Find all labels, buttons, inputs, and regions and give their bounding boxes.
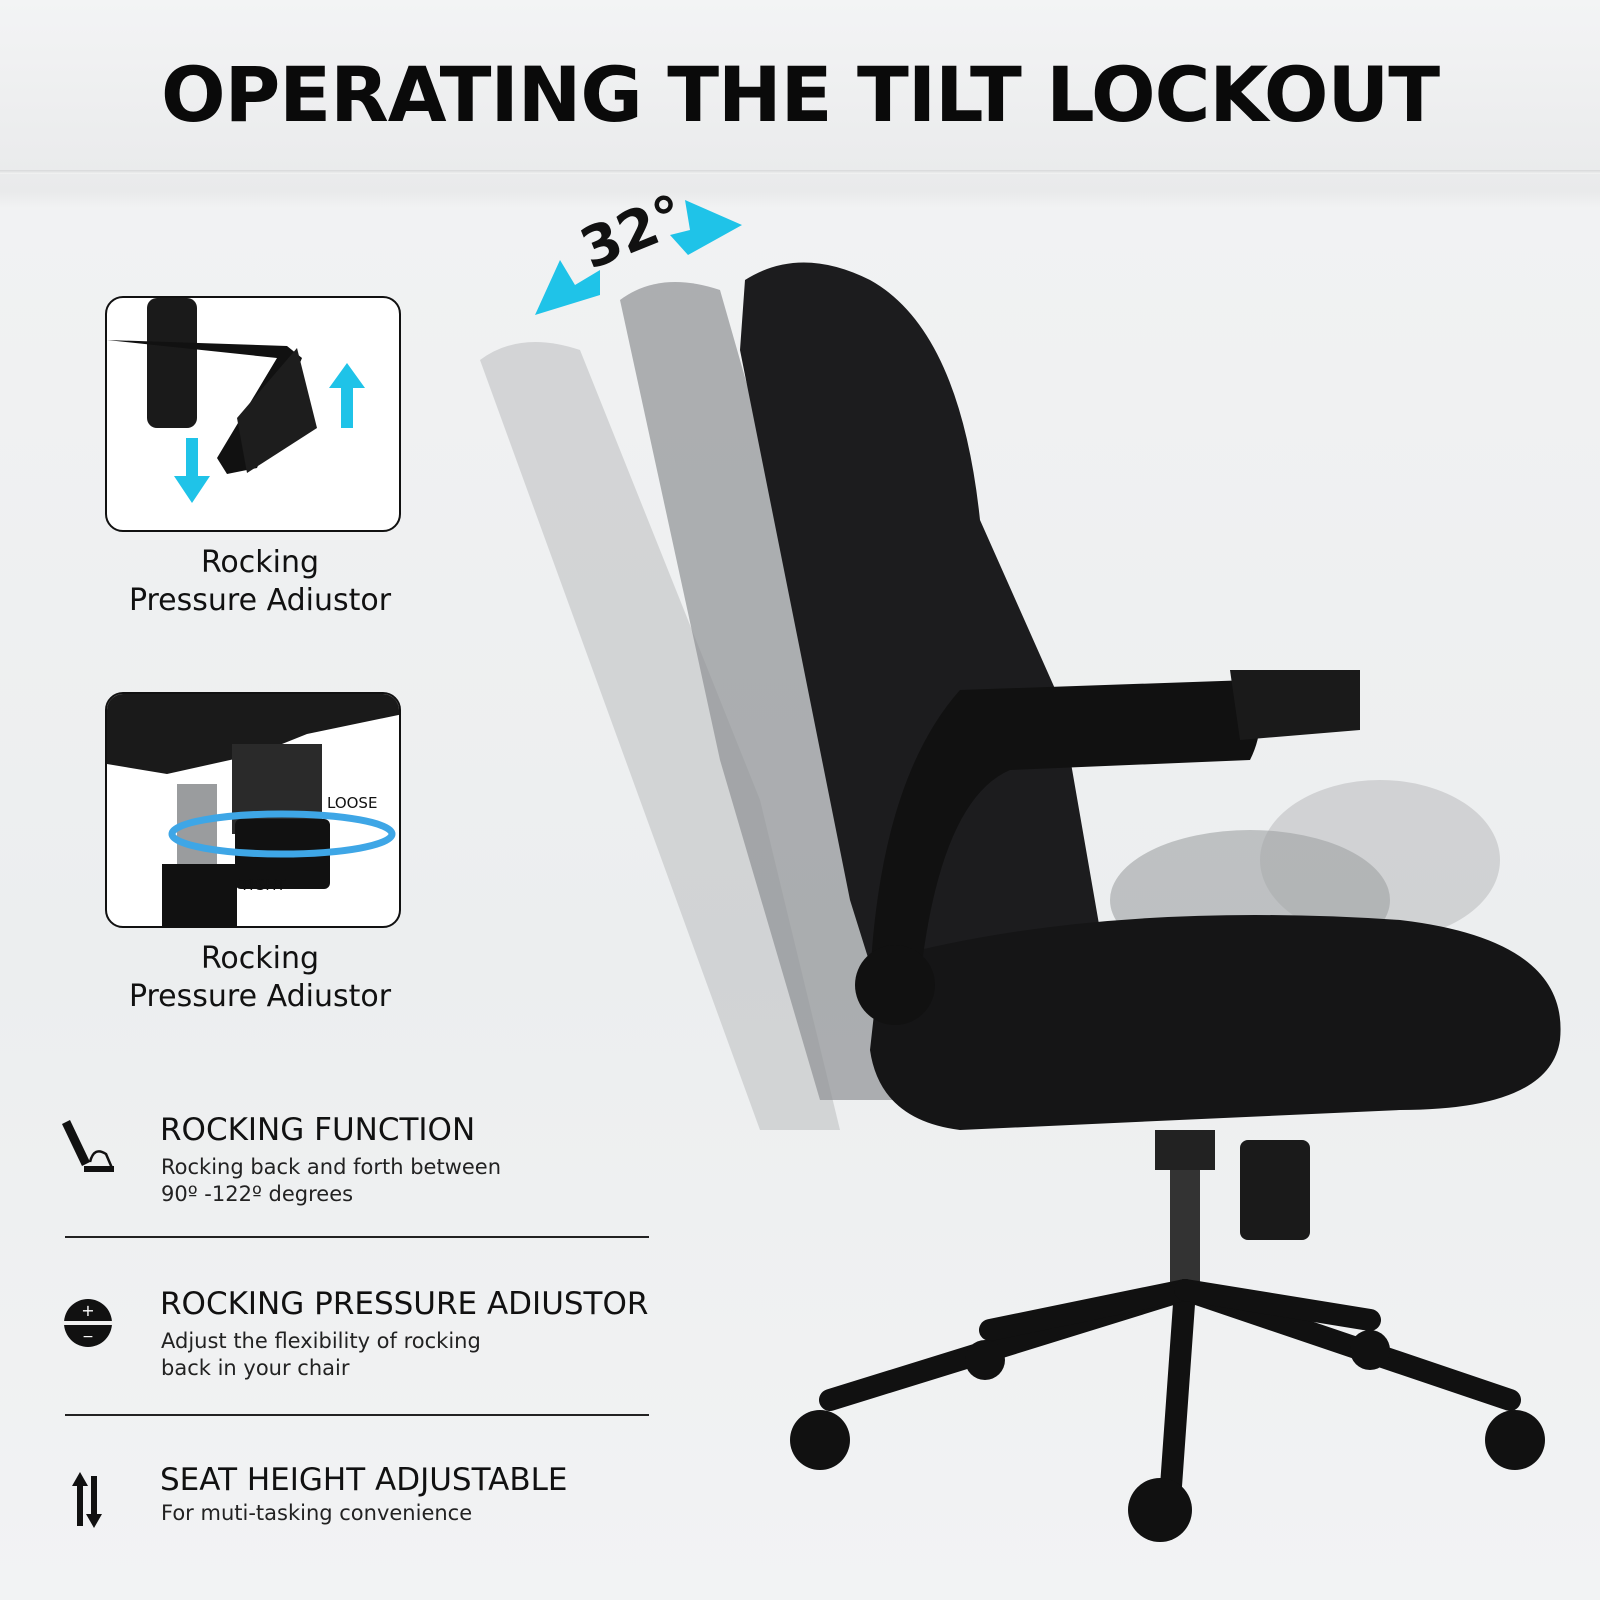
tight-label: TIGHT xyxy=(240,876,286,894)
svg-text:−: − xyxy=(82,1329,94,1345)
tilt-arrow-icon xyxy=(535,200,742,315)
recline-icon xyxy=(62,1120,114,1172)
plus-minus-icon: + − xyxy=(62,1299,114,1347)
tension-knob-icon xyxy=(107,694,399,926)
page-title: OPERATING THE TILT LOCKOUT xyxy=(160,50,1440,139)
svg-text:+: + xyxy=(81,1301,94,1320)
divider xyxy=(65,1236,649,1238)
inset-caption: Rocking Pressure Adiustor xyxy=(128,941,392,1014)
loose-label: LOOSE xyxy=(327,794,378,812)
inset-tension-knob: LOOSE TIGHT xyxy=(105,692,401,928)
divider xyxy=(65,1414,649,1416)
tilt-lever-icon xyxy=(107,298,365,503)
divider xyxy=(0,170,1600,174)
chair-image xyxy=(480,200,1561,1542)
inset-caption: Rocking Pressure Adiustor xyxy=(128,545,392,618)
inset-tilt-lever xyxy=(105,296,401,532)
up-down-arrows-icon xyxy=(72,1472,102,1528)
